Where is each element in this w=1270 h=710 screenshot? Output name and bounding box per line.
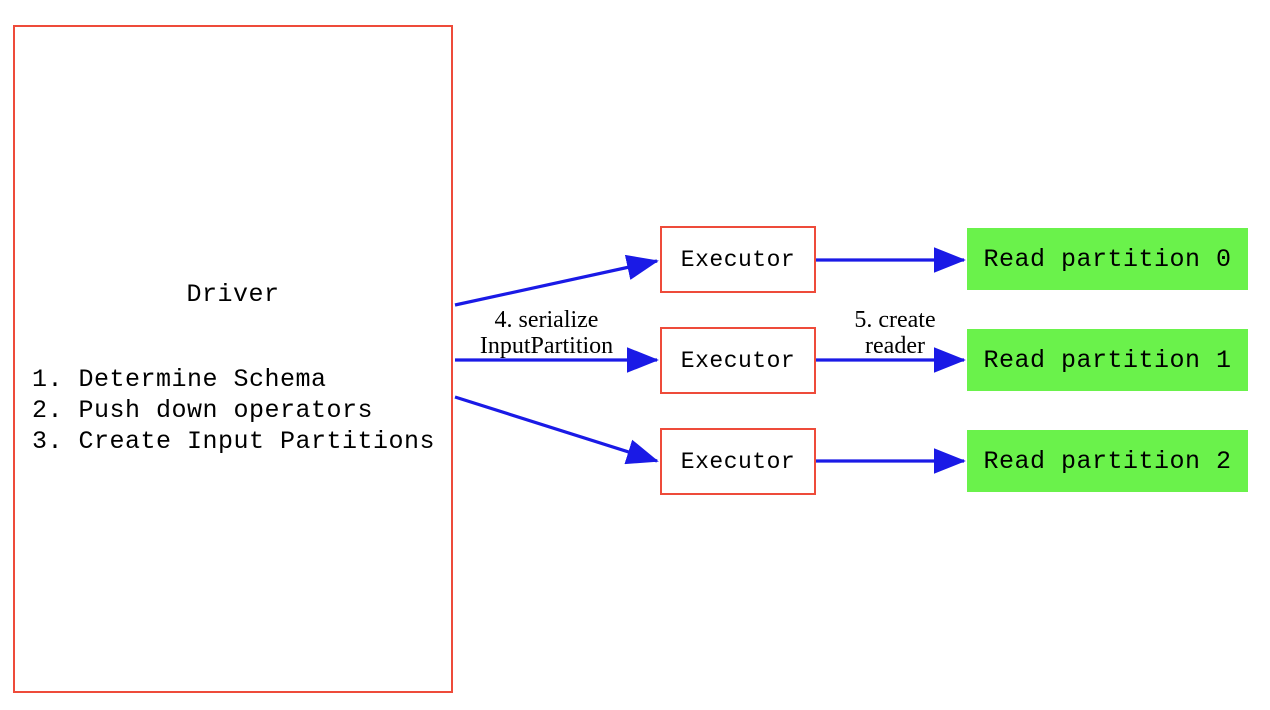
executor-label-1: Executor (680, 246, 796, 273)
read-partition-label-0: Read partition 0 (983, 244, 1232, 274)
read-partition-box-2: Read partition 2 (967, 430, 1248, 492)
driver-box: Driver 1. Determine Schema 2. Push down … (13, 25, 453, 693)
edge-label-create-reader: 5. create reader (854, 307, 936, 359)
arrow-driver-to-executor-3 (454, 395, 659, 465)
executor-label-2: Executor (680, 347, 796, 374)
read-partition-label-2: Read partition 2 (983, 446, 1232, 476)
driver-steps-list: 1. Determine Schema 2. Push down operato… (32, 365, 436, 456)
executor-label-3: Executor (680, 448, 796, 475)
arrow-driver-to-executor-1 (454, 254, 659, 307)
read-partition-box-0: Read partition 0 (967, 228, 1248, 290)
executor-box-3: Executor (660, 428, 816, 495)
read-partition-label-1: Read partition 1 (983, 345, 1232, 375)
read-partition-box-1: Read partition 1 (967, 329, 1248, 391)
edge-label-serialize-input-partition: 4. serialize InputPartition (479, 307, 614, 359)
executor-box-1: Executor (660, 226, 816, 293)
executor-box-2: Executor (660, 327, 816, 394)
driver-title: Driver (186, 280, 280, 309)
